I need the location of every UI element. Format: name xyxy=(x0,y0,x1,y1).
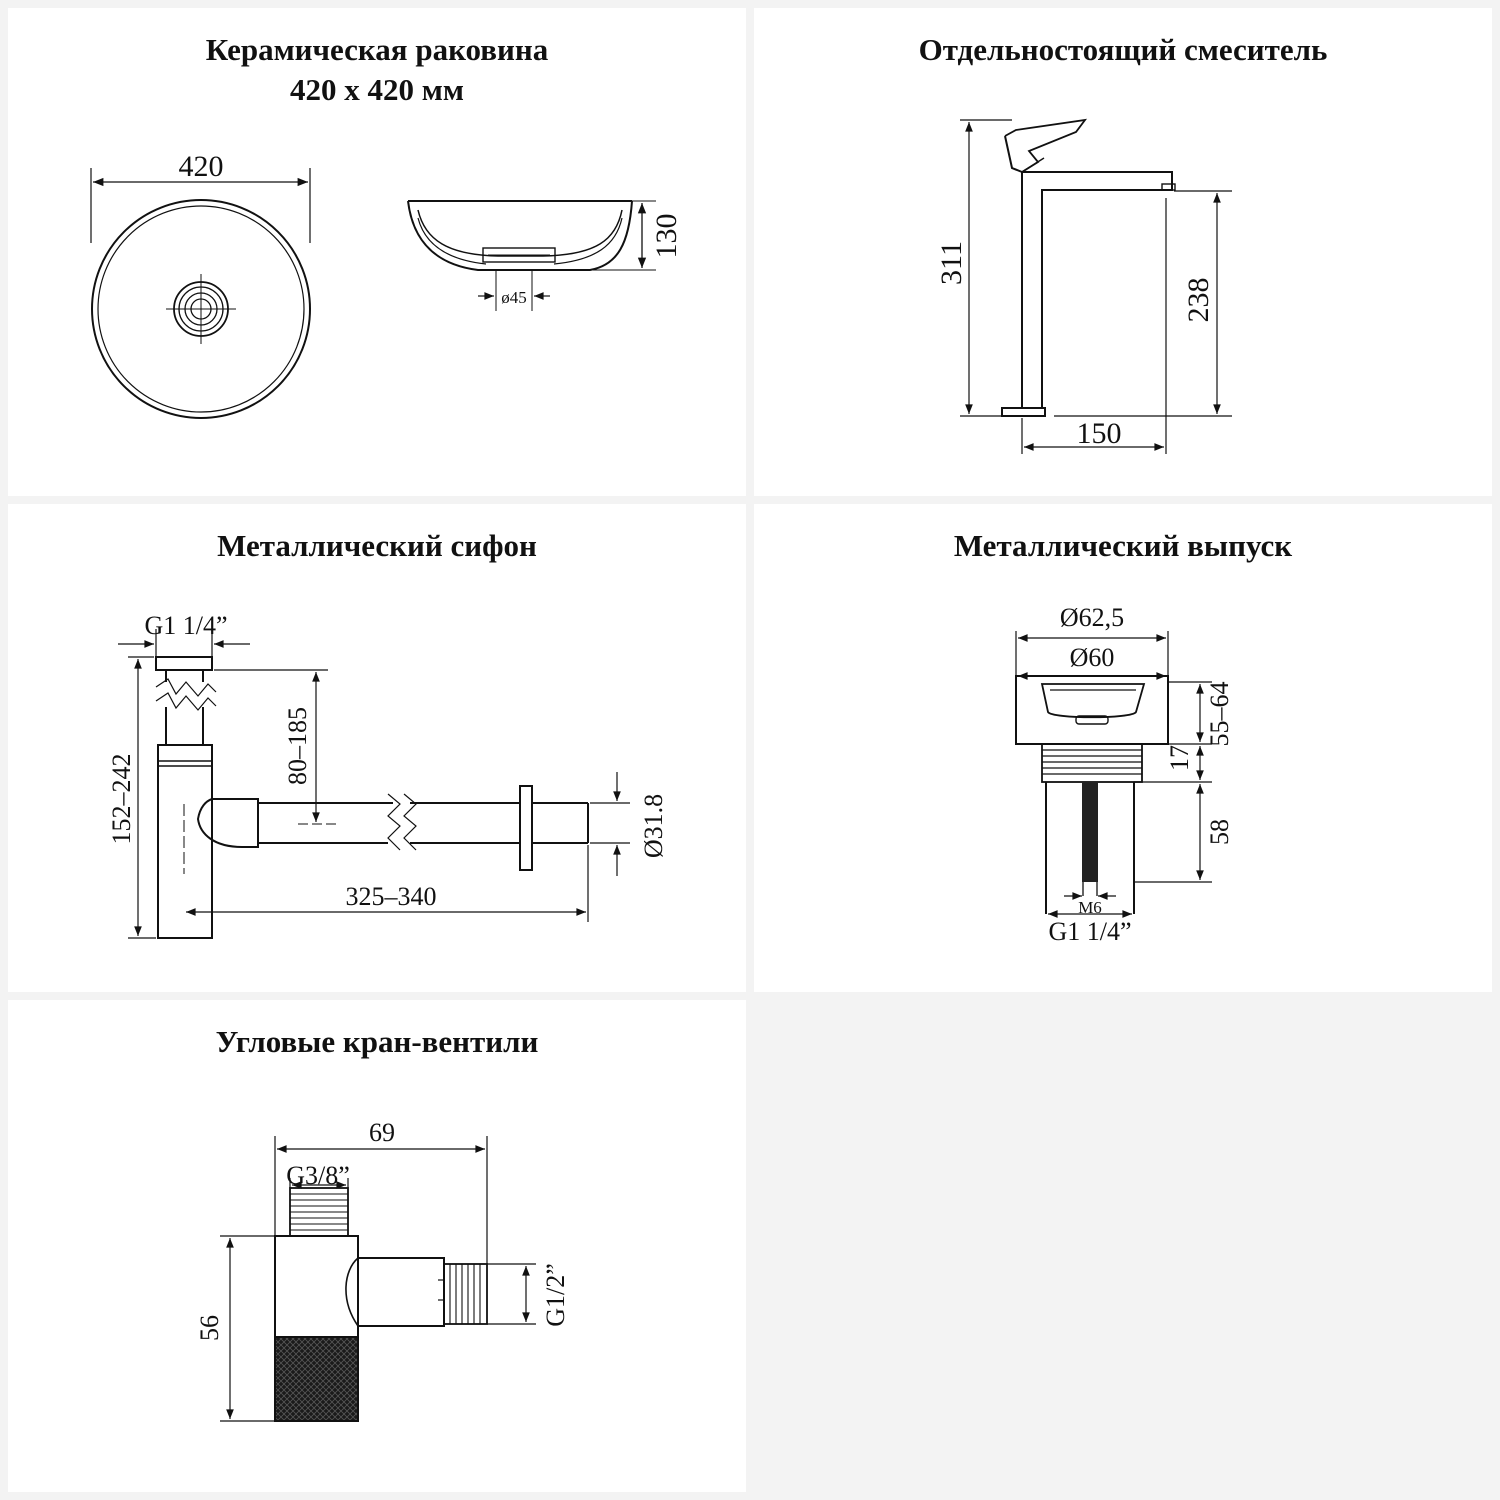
siphon-title: Металлический сифон xyxy=(217,528,537,563)
valve-body xyxy=(274,1187,488,1422)
drain-inner-diameter-label: Ø60 xyxy=(1070,643,1115,672)
faucet-dimensions xyxy=(960,119,1232,454)
faucet-body xyxy=(1001,118,1176,417)
drain-title: Металлический выпуск xyxy=(953,528,1293,563)
drain-body-label: 58 xyxy=(1205,819,1234,845)
siphon-drawing: G1 1/4” 152–242 80–185 325–340 Ø31.8 xyxy=(107,611,668,939)
faucet-drawing: 311 238 150 xyxy=(935,118,1232,454)
drain-panel: Металлический выпуск xyxy=(754,504,1492,992)
valve-length-label: 69 xyxy=(369,1118,395,1147)
faucet-panel: Отдельностоящий смеситель 311 238 1 xyxy=(754,8,1492,496)
sink-drain-label: ø45 xyxy=(501,288,527,307)
valve-inlet-label: G3/8” xyxy=(286,1161,350,1190)
valve-dimensions xyxy=(220,1136,536,1422)
drain-drawing: Ø62,5 Ø60 55–64 17 58 M6 G1 1/4” xyxy=(1015,603,1234,946)
sink-height-label: 130 xyxy=(650,214,683,259)
empty-panel-area xyxy=(754,1000,1492,1492)
siphon-thread-label: G1 1/4” xyxy=(144,611,227,640)
faucet-title: Отдельностоящий смеситель xyxy=(918,32,1328,67)
siphon-height-label: 152–242 xyxy=(107,754,136,845)
sink-side-view xyxy=(407,200,656,311)
valve-outlet-label: G1/2” xyxy=(541,1263,570,1327)
drain-range-label: 55–64 xyxy=(1205,682,1234,747)
siphon-length-label: 325–340 xyxy=(346,882,437,911)
sink-drawing: 420 130 ø45 xyxy=(90,150,683,419)
drain-flange-label: 17 xyxy=(1165,745,1194,771)
siphon-panel: Металлический сифон xyxy=(8,504,746,992)
siphon-offset-label: 80–185 xyxy=(283,707,312,785)
sink-width-label: 420 xyxy=(179,150,224,183)
faucet-spout-height-label: 238 xyxy=(1182,278,1215,323)
sink-title: Керамическая раковина 420 x 420 мм xyxy=(205,32,549,107)
siphon-dimensions xyxy=(118,629,630,939)
siphon-diameter-label: Ø31.8 xyxy=(639,794,668,858)
valve-panel: Угловые кран-вентили xyxy=(8,1000,746,1492)
valve-height-label: 56 xyxy=(195,1315,224,1341)
drain-thread-label: G1 1/4” xyxy=(1048,917,1131,946)
sink-panel: Керамическая раковина 420 x 420 мм xyxy=(8,8,746,496)
valve-drawing: 69 G3/8” 56 G1/2” xyxy=(195,1118,570,1422)
siphon-body xyxy=(155,656,589,939)
valve-title: Угловые кран-вентили xyxy=(215,1024,539,1059)
sink-top-view xyxy=(90,168,311,419)
drain-dimensions xyxy=(1015,631,1212,918)
faucet-height-label: 311 xyxy=(935,241,968,285)
drain-body xyxy=(1015,675,1169,914)
drain-bolt-label: M6 xyxy=(1078,898,1102,917)
drain-outer-diameter-label: Ø62,5 xyxy=(1060,603,1124,632)
faucet-reach-label: 150 xyxy=(1077,417,1122,450)
